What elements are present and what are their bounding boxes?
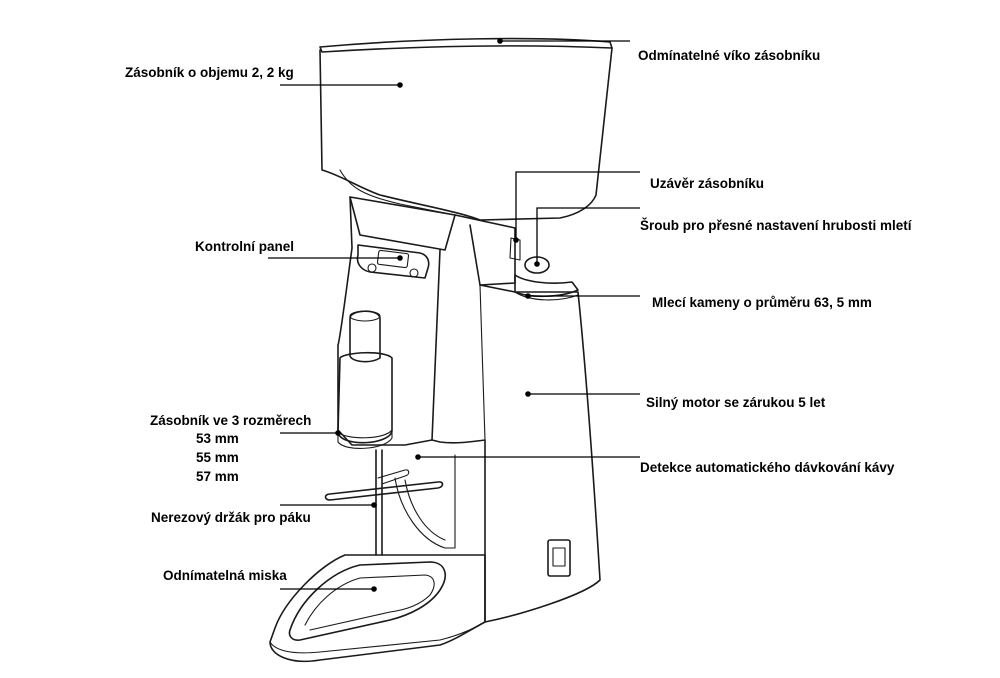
base-front-edge [269,621,486,654]
leader-dot-lever-holder [371,502,377,508]
coffee-grinder-illustration [269,37,613,663]
main-body [431,284,601,623]
grinder-head [349,196,456,251]
label-lever-holder: Nerezový držák pro páku [151,510,311,525]
dose-chute-top [349,310,381,322]
main-body-edge [479,284,486,441]
label-control-panel: Kontrolní panel [195,239,294,254]
control-panel-button-1 [367,263,377,273]
label-container-title: Zásobník ve 3 rozměrech [150,413,311,428]
tray-inner [304,574,435,631]
leader-dot-tray [371,586,377,592]
label-dose-detection: Detekce automatického dávkování kávy [640,460,895,475]
burr-housing-lower [514,291,579,301]
label-container-size-1: 53 mm [196,431,239,446]
leader-dot-control-panel [397,255,403,261]
control-panel [356,244,430,279]
leader-dot-hopper-lid [497,38,503,44]
leader-dot-hopper-closure [513,237,519,243]
hopper [319,47,613,221]
labels: Zásobník o objemu 2, 2 kg Odmínatelné ví… [125,48,913,583]
label-container-size-2: 55 mm [196,450,239,465]
power-switch [547,539,571,577]
label-motor: Silný motor se zárukou 5 let [646,395,826,410]
label-container-size-3: 57 mm [196,469,239,484]
label-hopper: Zásobník o objemu 2, 2 kg [125,65,294,80]
leader-dot-burrs [525,293,531,299]
grinder-head-side [454,214,516,286]
label-burrs: Mlecí kameny o průměru 63, 5 mm [652,295,872,310]
control-panel-button-2 [409,268,419,278]
activation-arm [394,454,456,549]
lever-holder-rear [377,469,410,485]
portafilter-container [337,351,393,444]
leader-dot-adjust-screw [534,261,540,267]
label-adjust-screw: Šroub pro přesné nastavení hrubosti mlet… [640,218,913,233]
dose-chute [349,310,381,363]
front-column [337,196,441,446]
leader-dot-container [335,430,341,436]
leader-dot-motor [525,391,531,397]
leader-dot-hopper [397,82,403,88]
lever-holder [324,481,444,501]
leader-hopper-closure [515,171,640,238]
power-switch-rocker [552,547,566,567]
leader-dot-dose-detection [415,454,421,460]
leader-adjust-screw [536,207,640,262]
portafilter-container-band [337,429,393,449]
removable-tray [288,561,446,641]
fork-post [375,449,383,556]
label-hopper-closure: Uzávěr zásobníku [650,176,764,191]
base [269,554,486,663]
label-tray: Odnímatelná miska [163,568,287,583]
activation-arm-inner [404,479,446,541]
control-panel-display [376,249,410,269]
leader-lines [268,38,640,592]
burr-housing [514,274,579,298]
label-hopper-lid: Odmínatelné víko zásobníku [638,48,820,63]
